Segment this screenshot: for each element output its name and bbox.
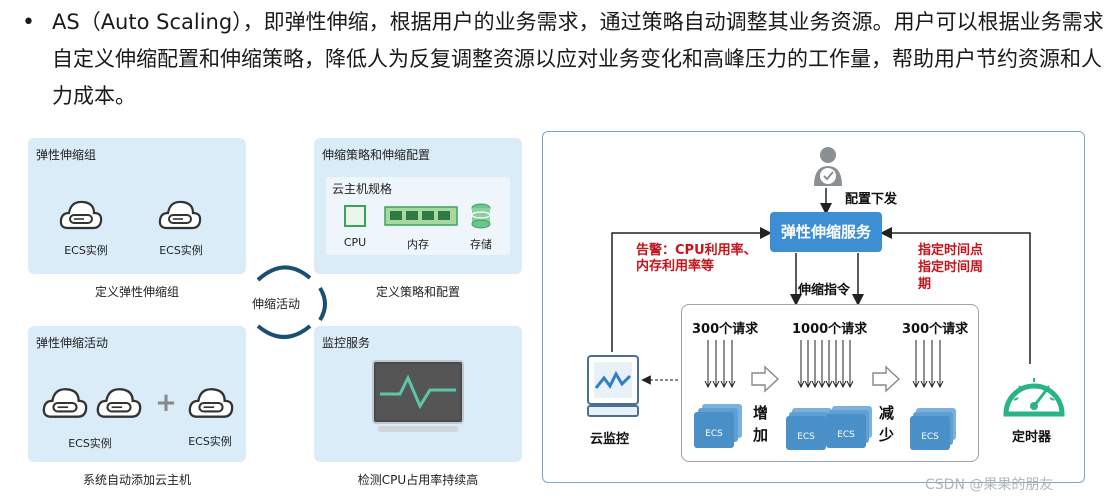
watermark: CSDN @果果的朋友 bbox=[925, 477, 1054, 493]
ecs-cloud-icon bbox=[42, 388, 88, 418]
monitor-service-title: 监控服务 bbox=[322, 336, 371, 350]
request-count-label: 300个请求 bbox=[902, 322, 969, 337]
admin-user-icon bbox=[814, 147, 842, 186]
scaling-command-label: 伸缩指令 bbox=[798, 283, 851, 298]
request-count-label: 300个请求 bbox=[692, 322, 759, 337]
cycle-arrows-icon bbox=[256, 265, 327, 339]
timer-label: 定时器 bbox=[1012, 430, 1052, 445]
decrease-label: 减 少 bbox=[879, 404, 895, 444]
host-spec-title: 云主机规格 bbox=[332, 182, 393, 196]
bullet-icon: • bbox=[22, 10, 35, 35]
request-arrows-300-left bbox=[704, 340, 736, 389]
cpu-label: CPU bbox=[343, 236, 367, 249]
cycle-label: 伸缩活动 bbox=[251, 297, 300, 311]
scaling-group-caption: 定义弹性伸缩组 bbox=[94, 285, 179, 299]
scaling-activity-caption: 系统自动添加云主机 bbox=[82, 473, 191, 487]
scaling-service-box: 弹性伸缩服务 bbox=[770, 212, 882, 252]
ecs-stack-icon: ECS bbox=[826, 406, 872, 448]
scaling-group-title: 弹性伸缩组 bbox=[36, 148, 97, 162]
right-arrow-icon bbox=[872, 365, 901, 393]
ecs-stack-icon: ECS bbox=[910, 408, 956, 450]
timer-gauge-icon bbox=[1003, 378, 1065, 417]
ecs-cloud-icon bbox=[96, 388, 142, 418]
cloud-monitor-icon bbox=[587, 355, 639, 417]
cloud-monitor-label: 云监控 bbox=[590, 432, 630, 447]
request-count-label: 1000个请求 bbox=[792, 322, 868, 337]
ecs-tag: ECS bbox=[797, 432, 815, 442]
plus-icon: + bbox=[155, 388, 177, 418]
memory-icon bbox=[384, 206, 458, 226]
ecs-tag: ECS bbox=[705, 429, 723, 439]
intro-text: AS（Auto Scaling），即弹性伸缩，根据用户的业务需求，通过策略自动调… bbox=[52, 10, 1104, 108]
ecs-label: ECS实例 bbox=[159, 244, 203, 257]
request-arrows-1000 bbox=[797, 340, 854, 389]
schedule-label: 指定时间点 指定时间周 期 bbox=[918, 243, 984, 292]
ecs-label: ECS实例 bbox=[68, 437, 112, 450]
ecs-label: ECS实例 bbox=[64, 244, 108, 257]
memory-label: 内存 bbox=[407, 238, 429, 251]
ecs-label: ECS实例 bbox=[188, 435, 232, 448]
config-dispatch-label: 配置下发 bbox=[845, 192, 898, 207]
ecs-cloud-icon bbox=[188, 388, 234, 418]
ecs-cloud-icon bbox=[158, 200, 202, 230]
storage-label: 存储 bbox=[470, 238, 492, 251]
monitor-screen-icon bbox=[372, 360, 464, 432]
ecs-stack-icon: ECS bbox=[694, 404, 742, 448]
storage-icon bbox=[471, 203, 491, 229]
ecs-stack-icon: ECS bbox=[786, 408, 832, 450]
request-arrows-300-right bbox=[912, 340, 944, 389]
monitor-service-caption: 检测CPU占用率持续高 bbox=[357, 473, 479, 487]
ecs-tag: ECS bbox=[921, 432, 939, 442]
alarm-label: 告警：CPU利用率、 内存利用率等 bbox=[636, 243, 757, 274]
scaling-activity-title: 弹性伸缩活动 bbox=[36, 336, 109, 350]
ecs-cloud-icon bbox=[59, 200, 103, 230]
right-arrow-icon bbox=[751, 365, 780, 393]
policy-config-caption: 定义策略和配置 bbox=[375, 285, 460, 299]
cpu-icon bbox=[344, 205, 366, 227]
policy-config-title: 伸缩策略和伸缩配置 bbox=[322, 148, 431, 162]
increase-label: 增 加 bbox=[753, 404, 769, 444]
ecs-tag: ECS bbox=[837, 430, 855, 440]
scaling-group-panel: 弹性伸缩组 bbox=[28, 138, 246, 274]
